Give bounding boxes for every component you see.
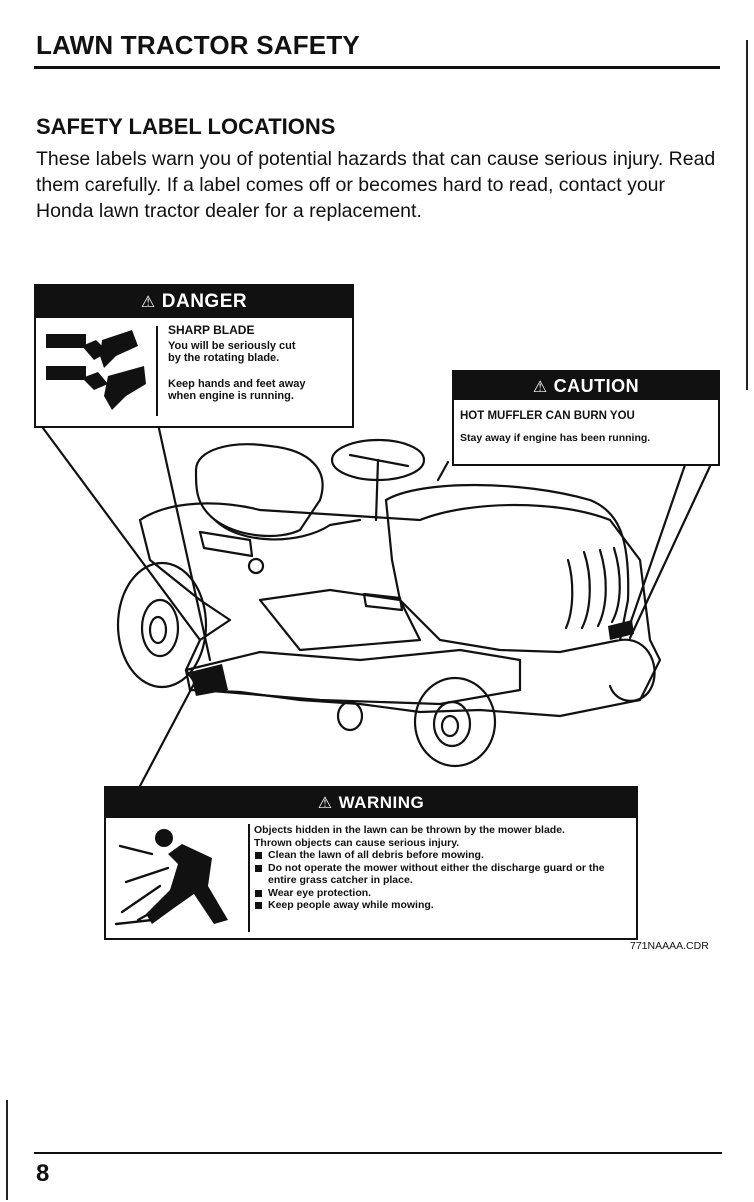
danger-line-3: Keep hands and feet away	[168, 378, 306, 390]
warning-heading-text: WARNING	[338, 793, 425, 812]
edge-mark	[746, 40, 748, 370]
warning-line-1: Objects hidden in the lawn can be thrown…	[254, 824, 565, 836]
caution-label-body: Stay away if engine has been running.	[460, 432, 651, 444]
edge-mark	[746, 370, 748, 390]
caution-label-heading: ⚠ CAUTION	[454, 372, 718, 400]
hand-foot-blade-icon	[42, 326, 158, 416]
intro-paragraph: These labels warn you of potential hazar…	[36, 148, 716, 222]
warning-triangle-icon: ⚠	[532, 379, 548, 396]
warning-triangle-icon: ⚠	[140, 294, 156, 311]
page-title: LAWN TRACTOR SAFETY	[36, 30, 360, 60]
warning-label-text: Objects hidden in the lawn can be thrown…	[254, 824, 632, 912]
list-item: Do not operate the mower without either …	[254, 862, 632, 887]
danger-label-title: SHARP BLADE	[168, 323, 255, 337]
edge-mark	[6, 1100, 8, 1200]
list-item: Keep people away while mowing.	[254, 899, 632, 912]
caution-label-title: HOT MUFFLER CAN BURN YOU	[460, 410, 635, 422]
danger-label: ⚠ DANGER SHARP BLADE You will be seriousl…	[34, 284, 354, 428]
danger-line-2: by the rotating blade.	[168, 352, 280, 364]
warning-line-2: Thrown objects can cause serious injury.	[254, 836, 460, 849]
danger-label-text: SHARP BLADE You will be seriously cut by…	[168, 324, 348, 402]
warning-label: ⚠ WARNING Objects hidden in the lawn can …	[104, 786, 638, 940]
danger-heading-text: DANGER	[161, 291, 248, 312]
header-rule	[34, 66, 720, 69]
list-item: Wear eye protection.	[254, 887, 632, 900]
danger-line-4: when engine is running.	[168, 390, 294, 402]
danger-label-heading: ⚠ DANGER	[36, 286, 352, 318]
thrown-objects-person-icon	[112, 824, 250, 932]
section-title: SAFETY LABEL LOCATIONS	[36, 114, 336, 139]
danger-line-1: You will be seriously cut	[168, 340, 296, 352]
warning-bullet-list: Clean the lawn of all debris before mowi…	[254, 849, 632, 912]
list-item: Clean the lawn of all debris before mowi…	[254, 849, 632, 862]
warning-triangle-icon: ⚠	[317, 795, 333, 812]
page-number: 8	[36, 1160, 50, 1187]
warning-label-heading: ⚠ WARNING	[106, 788, 636, 818]
caution-label: ⚠ CAUTION HOT MUFFLER CAN BURN YOU Stay a…	[452, 370, 720, 466]
caution-heading-text: CAUTION	[553, 376, 640, 396]
footer-rule	[34, 1152, 722, 1154]
figure-code: 771NAAAA.CDR	[630, 940, 709, 952]
caution-label-text: HOT MUFFLER CAN BURN YOU Stay away if en…	[460, 410, 716, 444]
